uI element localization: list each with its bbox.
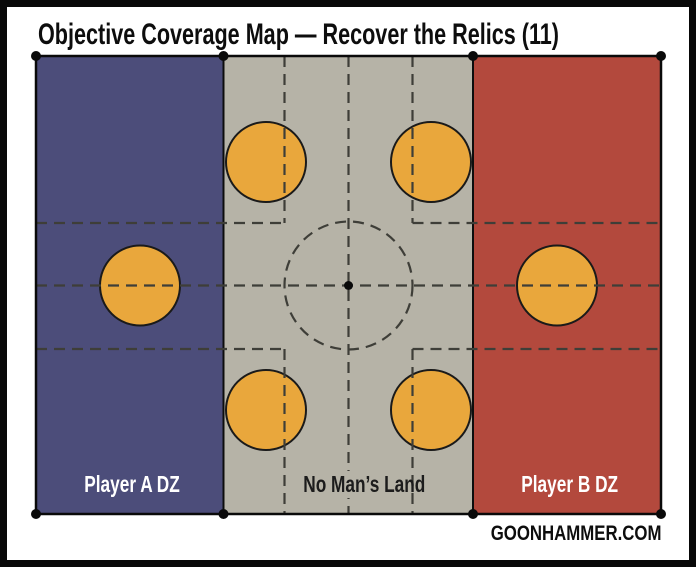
zone-label-player-a-dz: Player A DZ — [83, 471, 180, 498]
objective-marker — [390, 121, 472, 203]
zone-label-player-b-dz: Player B DZ — [521, 471, 619, 498]
board-outline — [34, 54, 663, 516]
center-dot — [344, 281, 353, 290]
objective-marker — [225, 121, 307, 203]
watermark: GOONHAMMER.COM — [490, 522, 661, 545]
zone-label-no-mans-land: No Man’s Land — [302, 471, 425, 498]
objective-marker — [390, 369, 472, 451]
center-dashed-circle — [283, 220, 414, 351]
objective-marker — [225, 369, 307, 451]
page-title: Objective Coverage Map — Recover the Rel… — [38, 18, 560, 51]
